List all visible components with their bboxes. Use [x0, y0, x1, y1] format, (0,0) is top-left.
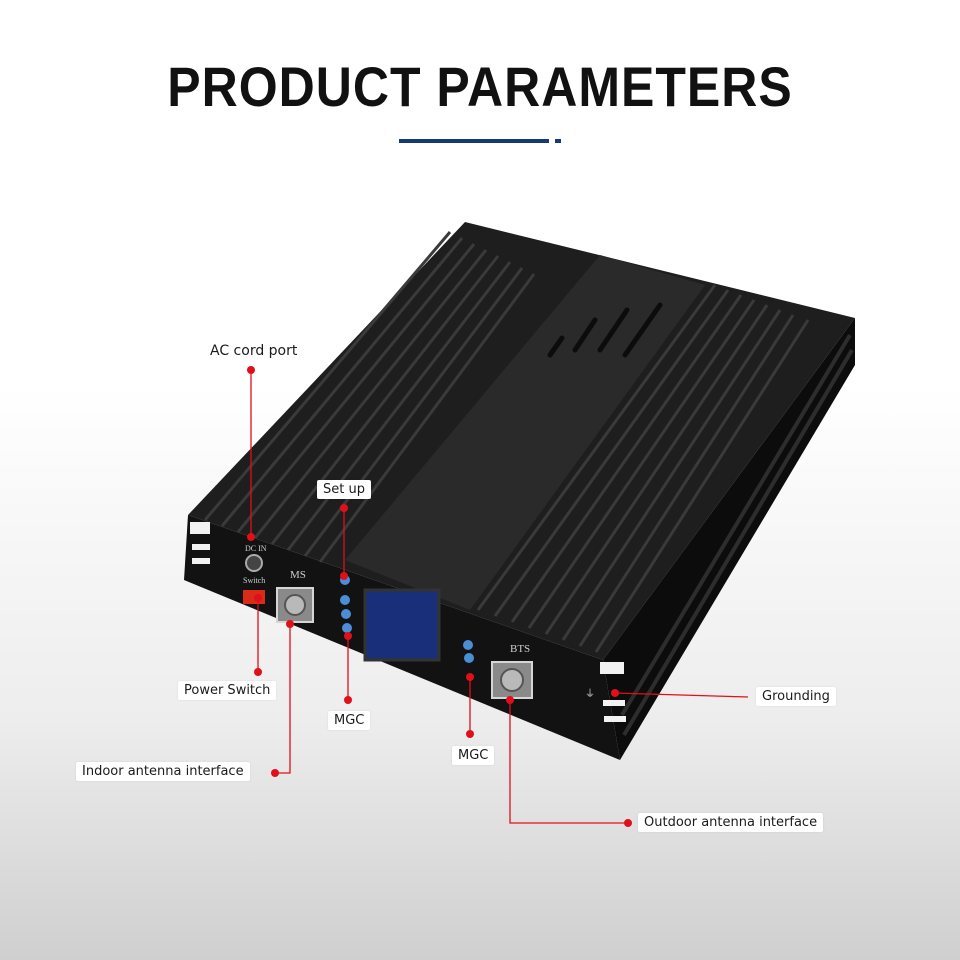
left-vent-slot	[190, 522, 210, 534]
mgc-right-button[interactable]	[464, 653, 474, 663]
button-ok[interactable]	[341, 609, 351, 619]
switch-label: Switch	[243, 576, 265, 585]
grounding-symbol: ⏚	[585, 688, 595, 700]
callout-mgc-left: MGC	[328, 711, 371, 730]
title-underline-dot	[555, 139, 561, 143]
title-underline	[399, 139, 549, 143]
button-up[interactable]	[340, 595, 350, 605]
left-vent-slot	[192, 544, 210, 550]
callout-power-switch: Power Switch	[178, 681, 277, 700]
callout-indoor-antenna: Indoor antenna interface	[76, 762, 250, 781]
mgc-right-button[interactable]	[463, 640, 473, 650]
device-center-panel	[345, 255, 705, 610]
bts-label: BTS	[510, 643, 530, 655]
lcd-display	[363, 588, 441, 662]
right-vent-slot	[600, 662, 624, 674]
callout-ac-cord-port: AC cord port	[210, 343, 298, 359]
left-vent-slot	[192, 558, 210, 564]
callout-outdoor-antenna: Outdoor antenna interface	[638, 813, 824, 832]
right-vent-slot	[604, 716, 626, 722]
dc-in-label: DC IN	[245, 544, 267, 553]
dc-in-port	[245, 554, 263, 572]
page-title: PRODUCT PARAMETERS	[167, 55, 793, 119]
right-vent-slot	[603, 700, 625, 706]
callout-grounding: Grounding	[756, 687, 836, 706]
callout-set-up: Set up	[317, 480, 371, 499]
callout-mgc-right: MGC	[452, 746, 495, 765]
ms-label: MS	[290, 569, 306, 581]
button-down[interactable]	[342, 623, 352, 633]
